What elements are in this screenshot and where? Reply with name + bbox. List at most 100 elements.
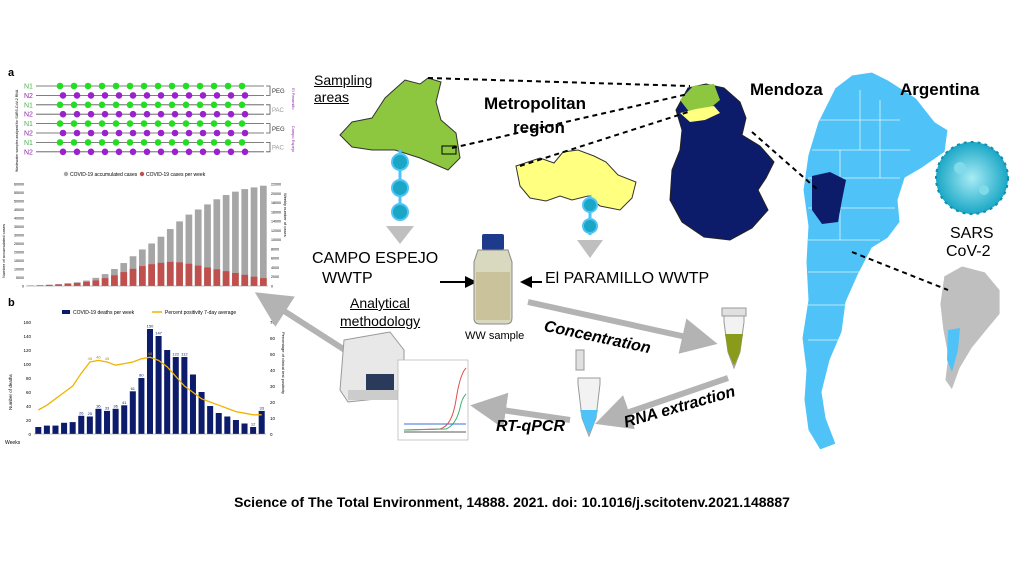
dot-mark xyxy=(168,101,176,109)
arrow-rna-extraction xyxy=(594,375,729,430)
dot-mark xyxy=(112,82,120,90)
chart-a-ytick: 55000 xyxy=(14,191,24,195)
sampling-areas-label: Sampling areas xyxy=(314,72,373,105)
dot-mark xyxy=(70,101,78,109)
deaths-bar-label: 122 xyxy=(172,352,179,357)
campo-espejo-label-1: CAMPO ESPEJO xyxy=(312,250,439,267)
dot-mark xyxy=(143,110,151,118)
weekly-bar xyxy=(241,274,249,286)
dot-mark xyxy=(224,139,232,146)
dot-mark xyxy=(185,110,193,118)
chart-a-ytick: 35000 xyxy=(14,225,24,229)
chart-a-ytick: 45000 xyxy=(14,208,24,212)
chart-a-legend: COVID-19 accumulated cases COVID-19 case… xyxy=(63,171,206,178)
bracket xyxy=(266,104,271,115)
deaths-bar xyxy=(95,408,102,434)
deaths-bar xyxy=(189,374,196,434)
dot-mark xyxy=(210,82,218,90)
deaths-bar-label: 61 xyxy=(131,386,136,391)
accumulated-bar xyxy=(250,187,258,286)
dot-mark xyxy=(98,101,106,109)
dot-mark xyxy=(154,139,162,146)
dot-mark xyxy=(115,148,123,156)
weekly-bar xyxy=(36,285,44,286)
dot-mark xyxy=(59,110,67,118)
deaths-bar xyxy=(61,422,68,434)
weekly-bar xyxy=(166,261,174,286)
weekly-bar xyxy=(148,264,156,286)
dot-mark xyxy=(213,92,221,99)
dot-mark xyxy=(168,82,176,90)
qpcr-amplification-plot xyxy=(397,359,469,441)
dot-mark xyxy=(84,139,92,146)
deaths-bar xyxy=(172,357,179,434)
dot-mark xyxy=(115,92,123,99)
dot-mark xyxy=(241,110,249,118)
deaths-bar xyxy=(250,427,257,434)
dot-row-label: N1 xyxy=(24,140,33,147)
dot-mark xyxy=(98,139,106,146)
method-label: PEG xyxy=(272,127,285,133)
method-label: PAC xyxy=(272,108,285,114)
chart-b-ytick: 160 xyxy=(23,320,31,325)
dot-mark xyxy=(154,120,162,127)
dot-mark xyxy=(157,110,165,118)
chart-a-ytick: 25000 xyxy=(14,242,24,246)
deaths-bar xyxy=(155,336,162,434)
chart-a-ytick: 40000 xyxy=(14,217,24,221)
arrow-to-charts xyxy=(254,292,350,355)
chart-a-ytick: 15000 xyxy=(14,259,24,263)
deaths-bar-label: 25 xyxy=(88,411,93,416)
bracket xyxy=(266,142,271,153)
dot-mark xyxy=(157,92,165,99)
dot-mark xyxy=(224,82,232,90)
south-america-inset xyxy=(939,265,1001,391)
dot-mark xyxy=(70,120,78,127)
deaths-bar-label: 33 xyxy=(105,405,110,410)
weekly-bar xyxy=(259,278,267,286)
chart-b-ytick: 120 xyxy=(23,348,31,353)
dot-mark xyxy=(126,82,134,90)
dot-mark xyxy=(140,120,148,127)
dot-mark xyxy=(56,139,64,146)
dot-mark xyxy=(185,148,193,156)
deaths-bar-label: 33 xyxy=(259,405,264,410)
legend-accumulated-swatch xyxy=(63,171,69,177)
dot-mark xyxy=(73,110,81,118)
dot-mark xyxy=(101,110,109,118)
deaths-bar xyxy=(52,425,59,434)
weekly-bar xyxy=(101,278,109,286)
dot-mark xyxy=(185,92,193,99)
dot-mark xyxy=(59,148,67,156)
chart-b-ytick: 40 xyxy=(26,404,32,409)
weekly-bar xyxy=(204,267,211,286)
weekly-bar xyxy=(222,271,230,286)
weekly-bar xyxy=(250,276,258,286)
dot-mark xyxy=(87,92,95,99)
weekly-bar xyxy=(83,281,90,286)
accumulated-bar xyxy=(204,204,211,286)
weekly-bar xyxy=(55,284,62,286)
dot-mark xyxy=(143,148,151,156)
weekly-bar xyxy=(73,282,81,286)
weekly-bar xyxy=(213,269,221,286)
dot-row-label: N1 xyxy=(24,84,33,91)
legend-weekly-swatch xyxy=(139,171,145,177)
chart-a-y2tick: 14000 xyxy=(271,220,281,224)
dot-mark xyxy=(227,110,235,118)
positivity-label: 48 xyxy=(148,351,153,356)
mendoza-label: Mendoza xyxy=(750,80,823,99)
chart-a-ytick: 60000 xyxy=(14,183,24,187)
chart-a-y2tick: 20000 xyxy=(271,192,281,196)
deaths-bar xyxy=(198,392,205,434)
panel-a-bar-chart: COVID-19 accumulated cases COVID-19 case… xyxy=(1,171,288,289)
campo-espejo-marker xyxy=(441,145,457,155)
dot-mark xyxy=(238,120,246,127)
deaths-bar xyxy=(181,357,188,434)
dot-mark xyxy=(129,129,137,137)
arrow-rt-qpcr xyxy=(470,392,571,429)
dot-row-label: N2 xyxy=(24,93,33,100)
